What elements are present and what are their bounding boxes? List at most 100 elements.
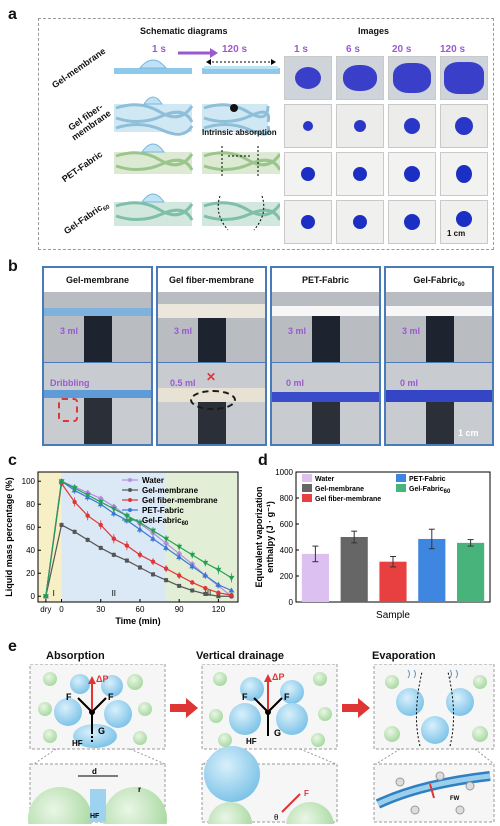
scale-label-a: 1 cm <box>447 229 466 238</box>
panel-label-e: e <box>8 638 17 655</box>
data-point <box>150 559 156 564</box>
y-tick-label: 400 <box>280 546 294 555</box>
photo-pet-6s <box>336 152 384 196</box>
schematic-gel-fiber-1s <box>114 96 194 136</box>
data-point <box>163 566 169 571</box>
cylinder-top <box>426 316 454 362</box>
legend-label-4: Gel-Fabric60 <box>142 516 189 527</box>
panel-e-diagrams: ΔP F F G HF d r HF ΔP F F G HF F θ <box>28 664 495 824</box>
divider <box>44 362 151 363</box>
data-point <box>190 588 195 593</box>
g-1: G <box>98 726 105 736</box>
image-time-2: 6 s <box>346 44 360 55</box>
data-point <box>151 572 156 577</box>
legend-label-0: Water <box>142 476 164 485</box>
image-time-1: 1 s <box>294 44 308 55</box>
schematic-time-1: 1 s <box>152 44 166 55</box>
data-point <box>150 535 157 541</box>
drainage-particles <box>209 672 332 747</box>
d0-label: d <box>92 767 97 776</box>
cylinder-bottom <box>84 398 112 444</box>
photo-drop <box>354 120 366 132</box>
image-time-4: 120 s <box>440 44 466 55</box>
volume-top-1: 3 ml <box>60 326 79 336</box>
data-point <box>59 522 64 527</box>
membrane-bottom <box>44 390 151 398</box>
panel-b: Gel-membrane 3 ml Dribbling Gel fiber-me… <box>42 266 494 446</box>
data-point <box>176 550 183 557</box>
y-tick-label: 200 <box>280 572 294 581</box>
x-tick-label: 90 <box>175 605 184 614</box>
legend-marker-0 <box>128 478 132 482</box>
volume-top-2: 3 ml <box>174 326 193 336</box>
schematic-diagrams <box>114 59 280 231</box>
panel-label-d: d <box>258 452 268 469</box>
data-point <box>215 567 222 573</box>
photo-pet-1s <box>284 152 332 196</box>
fc-1: F <box>108 692 114 702</box>
arrow-right-2 <box>342 698 370 718</box>
y-tick-label: 1000 <box>275 468 293 477</box>
photo-drop <box>404 214 420 230</box>
hf-2: HF <box>246 737 257 746</box>
x-tick-label: dry <box>40 605 51 614</box>
photo-drop <box>456 211 472 227</box>
panel-b-title-gel-membrane: Gel-membrane <box>44 268 151 293</box>
data-point <box>203 585 208 591</box>
data-point <box>42 594 49 600</box>
data-point <box>189 563 196 569</box>
divider <box>158 362 265 363</box>
schematic-gel-membrane-120s <box>202 59 280 74</box>
photo-drop <box>295 67 321 89</box>
bottom-label-4: 0 ml <box>400 378 419 388</box>
r1-label: r <box>138 785 141 794</box>
data-point <box>203 591 208 596</box>
photo-gel-membrane-20s <box>388 56 436 100</box>
legend-label-0: Water <box>315 476 334 483</box>
fw-2: F <box>242 692 248 702</box>
photo-drop <box>393 63 431 93</box>
photo-gel-fabric-20s <box>388 200 436 244</box>
title-absorption: Absorption <box>46 650 105 662</box>
photo-gel-fabric-1s <box>284 200 332 244</box>
photo-gel-fiber-6s <box>336 104 384 148</box>
data-point <box>137 552 143 558</box>
absorption-particles <box>38 672 152 748</box>
cylinder-top <box>84 316 112 362</box>
photo-gel-fabric-120s: 1 cm <box>440 200 488 244</box>
photo-gel-fiber-1s <box>284 104 332 148</box>
photo-drop <box>456 165 472 183</box>
fw-evap-label: FW <box>450 796 460 802</box>
y-tick-label: 60 <box>26 523 35 532</box>
image-grid: 1 cm <box>284 56 490 244</box>
y-tick-label: 800 <box>280 494 294 503</box>
photo-drop <box>353 215 367 229</box>
data-point <box>215 581 222 587</box>
schematic-gel-fabric-1s <box>114 193 194 226</box>
photo-drop <box>303 121 313 131</box>
panel-label-a: a <box>8 6 17 23</box>
schematic-pet-120s <box>202 146 280 176</box>
legend-marker-3 <box>128 508 132 512</box>
data-point <box>163 544 170 550</box>
panel-b-title-gel-fiber-membrane: Gel fiber-membrane <box>158 268 265 293</box>
data-point <box>190 580 195 585</box>
divider <box>272 362 379 363</box>
data-point <box>124 558 129 563</box>
data-point <box>229 592 234 598</box>
data-point <box>110 510 117 516</box>
legend-swatch-2 <box>302 494 312 502</box>
legend-label-4: Gel-Fabric60 <box>409 486 451 495</box>
data-point <box>189 552 196 558</box>
data-point <box>72 529 77 534</box>
volume-top-4: 3 ml <box>402 326 421 336</box>
data-point <box>111 552 116 557</box>
panel-a-frame <box>38 18 494 250</box>
cylinder-bottom <box>312 402 340 444</box>
absorption-ellipse <box>190 390 236 410</box>
photo-drop <box>444 62 484 94</box>
legend-marker-2 <box>128 498 132 502</box>
y-axis-label-line-1: Equivalent vaporization <box>254 486 264 587</box>
